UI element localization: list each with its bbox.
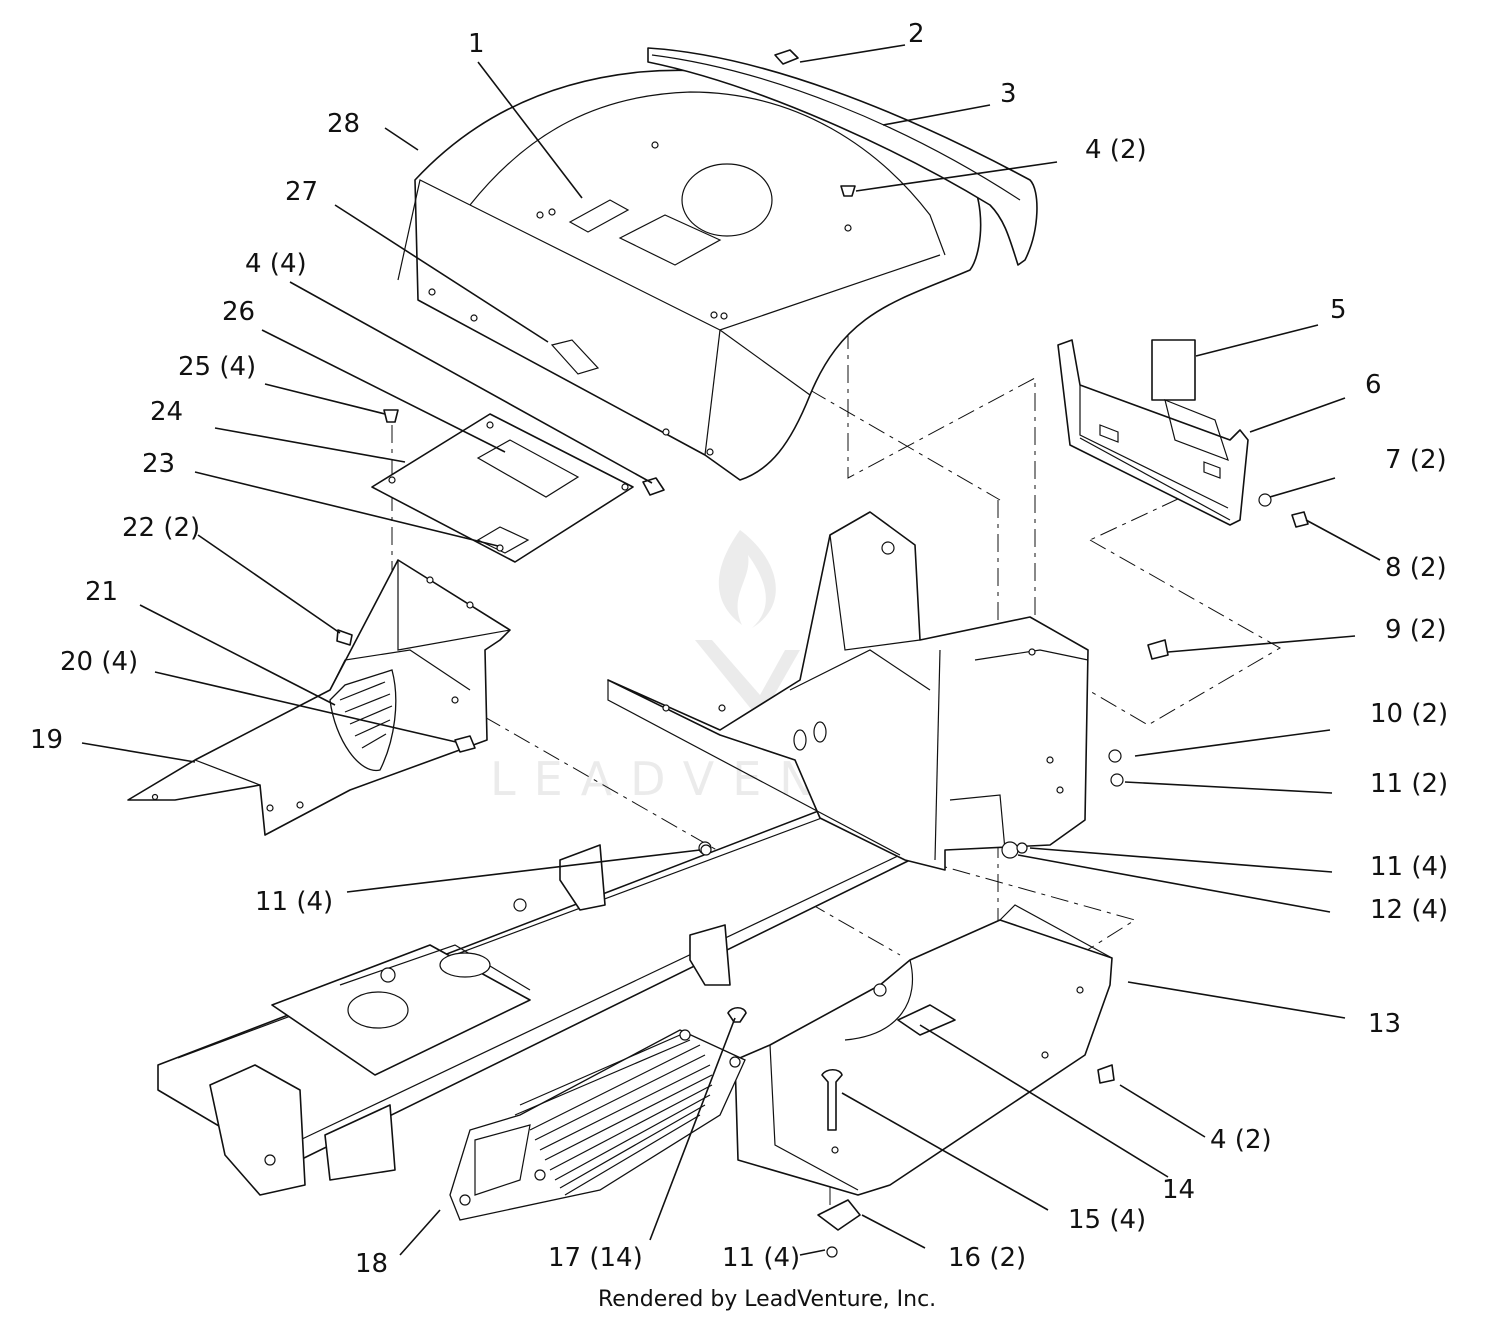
bolt-4-hood	[642, 477, 665, 496]
rendered-by-footer: Rendered by LeadVenture, Inc.	[598, 1287, 936, 1312]
callout-4-top: 4 (2)	[1085, 135, 1147, 165]
callout-11-mid: 11 (4)	[1370, 852, 1448, 882]
callout-11-frame: 11 (4)	[255, 887, 333, 917]
leader-lines	[81, 44, 1381, 1256]
nut-11-mid	[1016, 842, 1028, 854]
callout-6: 6	[1365, 370, 1382, 400]
main-frame	[157, 794, 911, 1196]
callout-25: 25 (4)	[178, 352, 256, 382]
washer-12	[1001, 841, 1019, 859]
callout-15: 15 (4)	[1068, 1205, 1146, 1235]
trim-strip	[647, 47, 1038, 266]
callout-19: 19	[30, 725, 63, 755]
seat-support	[607, 511, 1089, 871]
screw-8	[1291, 511, 1309, 528]
nut-20	[454, 735, 476, 753]
right-footrest-panel	[734, 904, 1113, 1196]
callout-labels: 1 2 3 4 (2) 4 (4) 4 (2) 5 6 7 (2) 8 (2) …	[30, 19, 1448, 1279]
callout-11-bottom: 11 (4)	[722, 1243, 800, 1273]
callout-27: 27	[285, 177, 318, 207]
callout-18: 18	[355, 1249, 388, 1279]
callout-5: 5	[1330, 295, 1347, 325]
callout-16: 16 (2)	[948, 1243, 1026, 1273]
washer-7	[1258, 493, 1272, 507]
callout-10: 10 (2)	[1370, 699, 1448, 729]
callout-14: 14	[1162, 1175, 1195, 1205]
washer-10	[1108, 749, 1122, 763]
footrest-mat	[449, 1029, 746, 1221]
decal-27	[550, 339, 600, 375]
callout-3: 3	[1000, 79, 1017, 109]
rear-plate	[1057, 339, 1249, 526]
callout-7: 7 (2)	[1385, 445, 1447, 475]
callout-20: 20 (4)	[60, 647, 138, 677]
callout-8: 8 (2)	[1385, 553, 1447, 583]
decal-1	[568, 199, 630, 233]
bolt-4-right	[1097, 1064, 1115, 1084]
callout-11-right: 11 (2)	[1370, 769, 1448, 799]
nut-11-frame	[700, 844, 712, 856]
access-panel	[371, 413, 634, 563]
callout-4-right: 4 (2)	[1210, 1125, 1272, 1155]
callout-1: 1	[468, 29, 485, 59]
callout-28: 28	[327, 109, 360, 139]
bracket-16	[817, 1199, 861, 1231]
callout-17: 17 (14)	[548, 1243, 643, 1273]
callout-4-left: 4 (4)	[245, 249, 307, 279]
hood-fender	[397, 69, 982, 481]
callout-22: 22 (2)	[122, 513, 200, 543]
carriage-bolt-15	[821, 1068, 843, 1131]
callout-23: 23	[142, 449, 175, 479]
callout-24: 24	[150, 397, 183, 427]
callout-2: 2	[908, 19, 925, 49]
nut-11-bottom	[826, 1246, 838, 1258]
callout-9: 9 (2)	[1385, 615, 1447, 645]
decal-14	[897, 1004, 956, 1036]
screw-25	[383, 409, 399, 423]
clip-9	[1147, 639, 1169, 660]
decal-5	[1151, 339, 1196, 401]
callout-21: 21	[85, 577, 118, 607]
screw-17	[727, 1006, 747, 1023]
callout-12: 12 (4)	[1370, 895, 1448, 925]
callout-26: 26	[222, 297, 255, 327]
bolt-22	[336, 629, 353, 646]
clip-2	[774, 49, 799, 65]
callout-13: 13	[1368, 1009, 1401, 1039]
nut-11-right	[1110, 773, 1124, 787]
screw-4-top	[840, 185, 856, 197]
